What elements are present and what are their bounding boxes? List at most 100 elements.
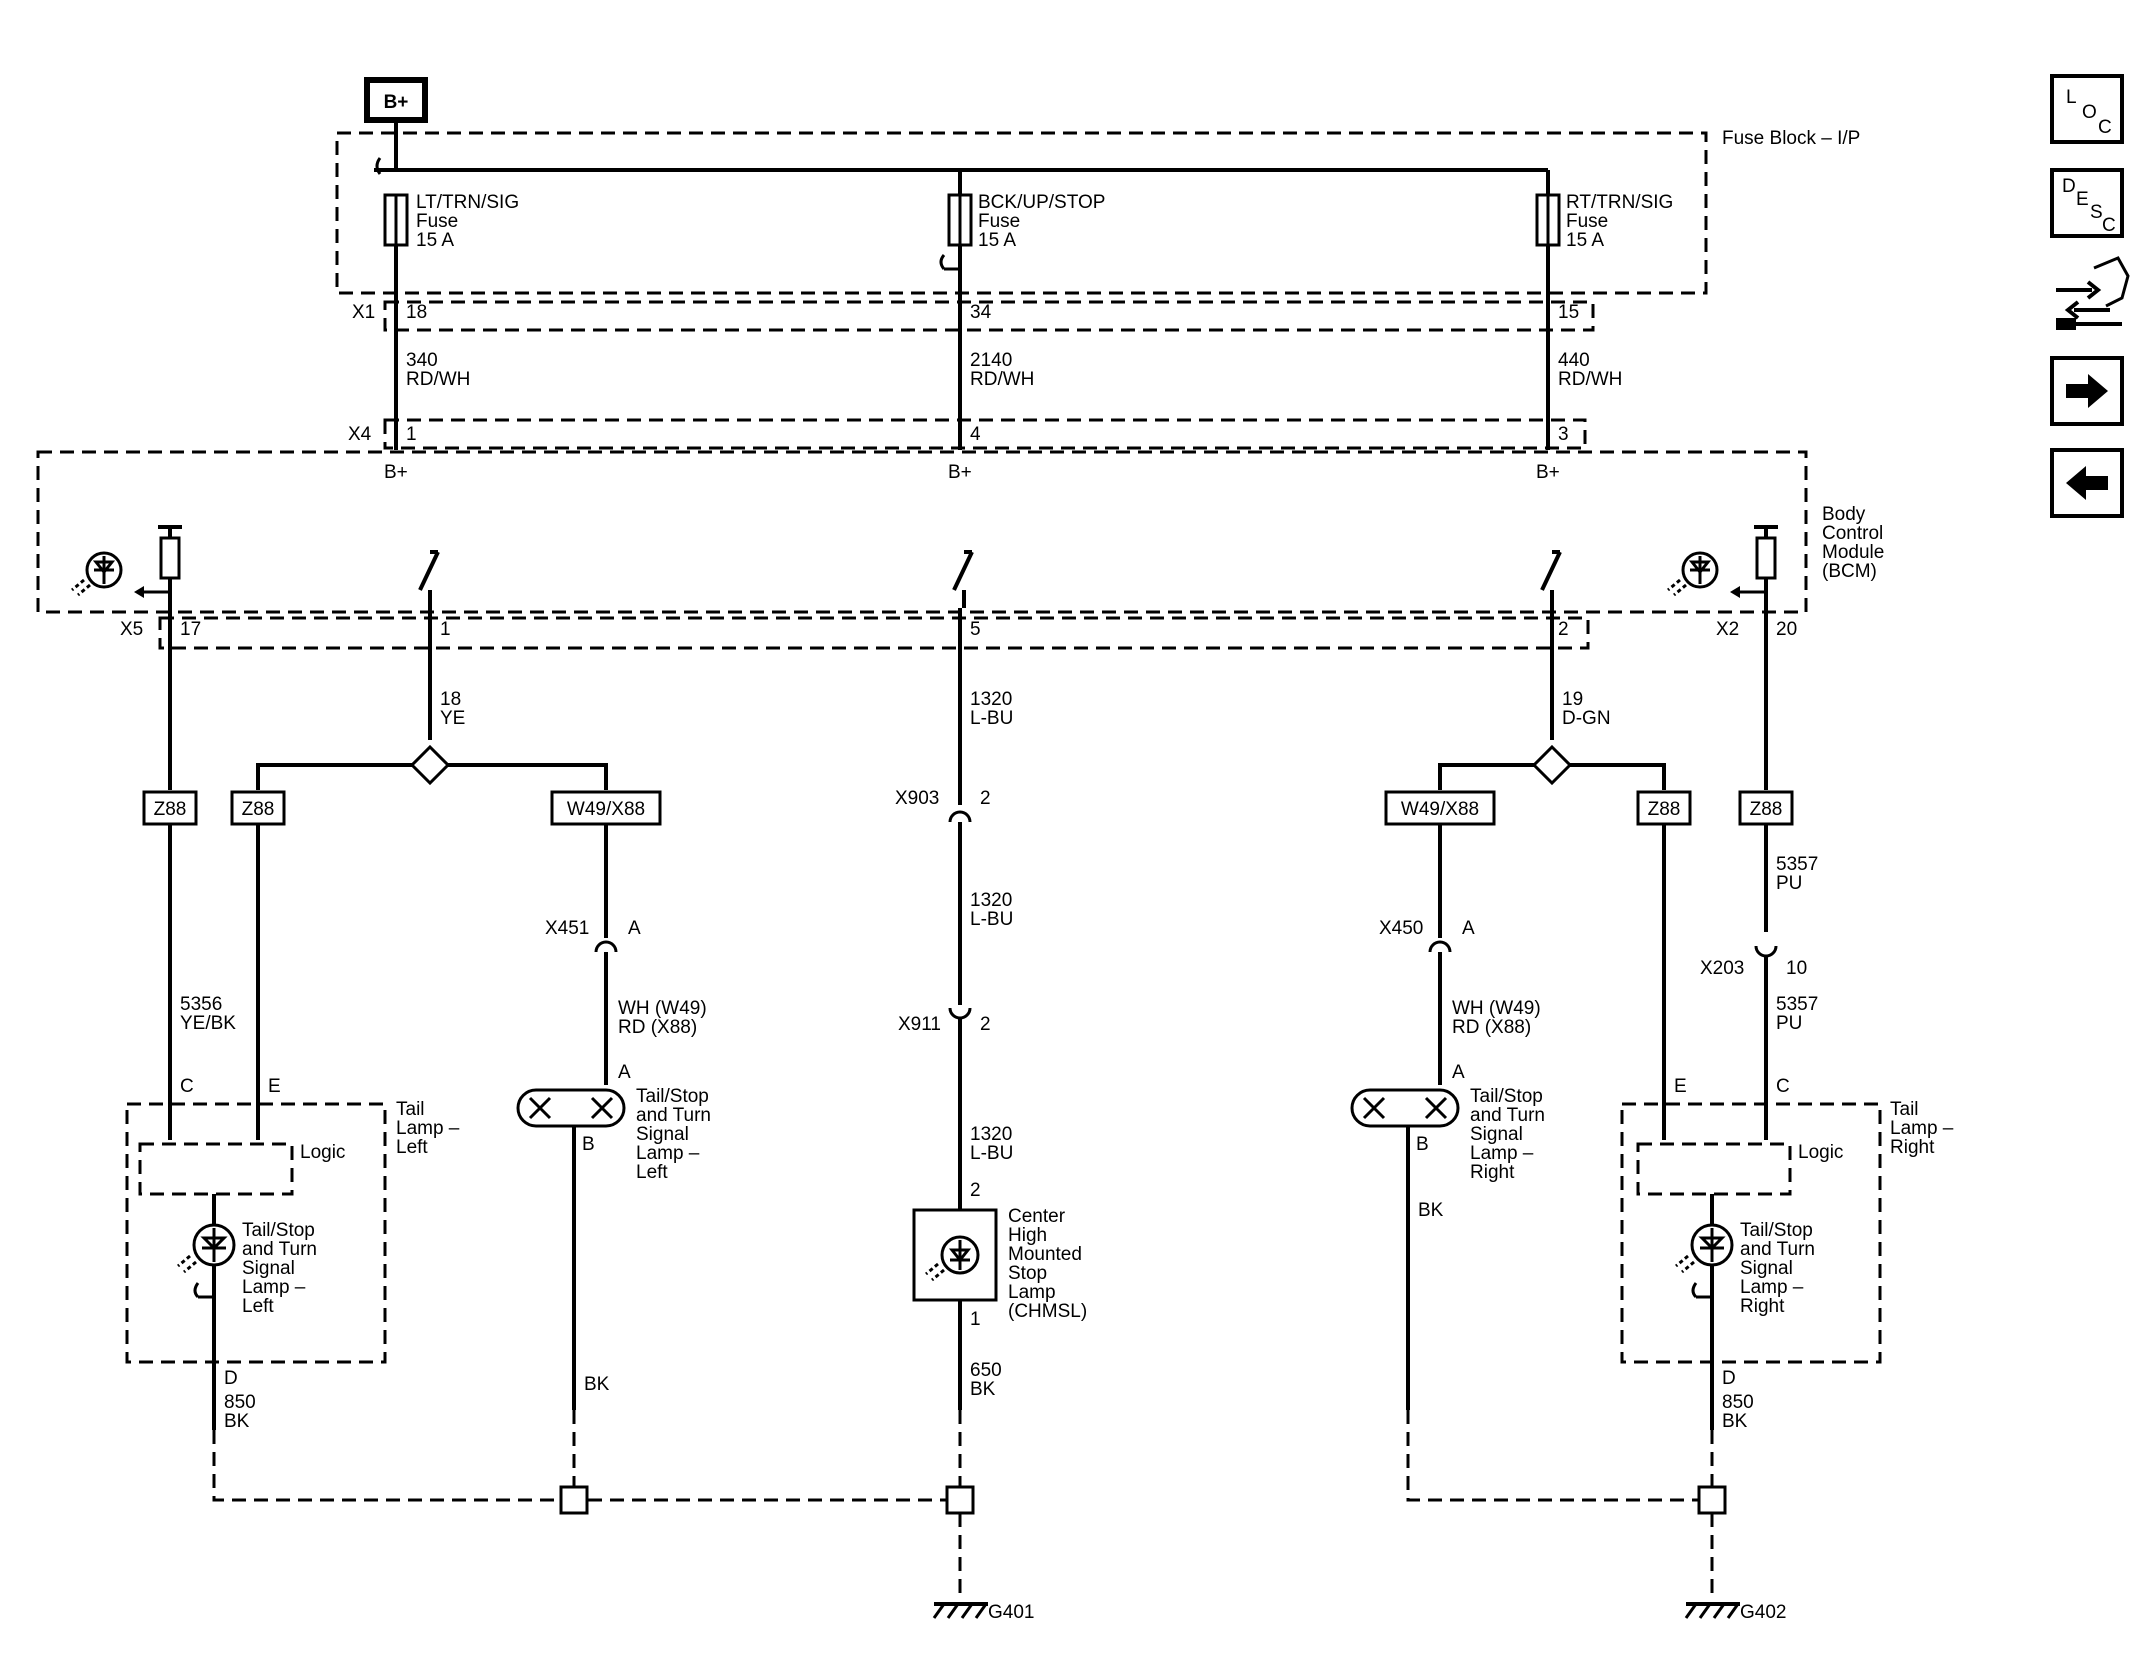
svg-text:E: E [268, 1076, 281, 1097]
description-button[interactable]: D E S C [2050, 168, 2124, 238]
svg-text:BK: BK [970, 1379, 996, 1400]
fuse-jumper [939, 254, 946, 270]
svg-text:C: C [2098, 117, 2112, 138]
connector-end-view-icon[interactable] [2056, 256, 2130, 330]
svg-text:W49/X88: W49/X88 [567, 799, 645, 820]
connector-x4 [383, 418, 1587, 450]
svg-text:2: 2 [1558, 619, 1569, 640]
ground-dash-left [212, 1430, 574, 1502]
svg-text:X911: X911 [898, 1014, 941, 1035]
fuse-kind: Fuse [1566, 211, 1608, 232]
svg-text:A: A [1462, 918, 1475, 939]
svg-text:W49/X88: W49/X88 [1401, 799, 1479, 820]
b-plus-label: B+ [384, 92, 409, 113]
svg-text:650: 650 [970, 1360, 1002, 1381]
svg-text:19: 19 [1562, 689, 1583, 710]
svg-text:S: S [2090, 202, 2103, 223]
svg-text:B+: B+ [384, 462, 408, 483]
svg-text:Z88: Z88 [242, 799, 275, 820]
bcm-switches [418, 550, 1562, 608]
chmsl-led-icon [925, 1235, 980, 1282]
splice-ground-1 [559, 1485, 589, 1515]
svg-text:1320: 1320 [970, 689, 1012, 710]
arrow-right-icon[interactable] [2050, 356, 2124, 426]
location-button[interactable]: L O C [2050, 74, 2124, 144]
svg-text:D-GN: D-GN [1562, 708, 1611, 729]
svg-text:B+: B+ [1536, 462, 1560, 483]
ground-g402-icon [1684, 1602, 1740, 1619]
fuse-rt-trn-sig: RT/TRN/SIG Fuse 15 A [1535, 192, 1673, 251]
svg-text:1320: 1320 [970, 890, 1012, 911]
chmsl-box [912, 1208, 998, 1302]
bcm-left-driver [71, 525, 182, 598]
tail-lamp-left-label: Tail Lamp – Left [396, 1099, 465, 1158]
svg-text:A: A [628, 918, 641, 939]
svg-text:G402: G402 [1740, 1602, 1786, 1623]
svg-text:1320: 1320 [970, 1124, 1012, 1145]
svg-text:O: O [2082, 102, 2097, 123]
x5-label: X5 [120, 619, 143, 640]
svg-text:E: E [1674, 1076, 1687, 1097]
svg-text:2: 2 [980, 788, 991, 809]
fuse-name: LT/TRN/SIG [416, 192, 519, 213]
connector-x903 [948, 810, 972, 823]
svg-text:RD (X88): RD (X88) [618, 1017, 697, 1038]
bulb-right-label: Tail/Stop and Turn Signal Lamp – Right [1470, 1086, 1550, 1183]
svg-text:850: 850 [1722, 1392, 1754, 1413]
svg-text:YE: YE [440, 708, 465, 729]
svg-text:BK: BK [1418, 1200, 1444, 1221]
svg-text:C: C [1776, 1076, 1790, 1097]
bcm-label: Body Control Module (BCM) [1822, 504, 1890, 582]
svg-text:Z88: Z88 [1750, 799, 1783, 820]
svg-text:D: D [224, 1368, 238, 1389]
logic-left [138, 1142, 294, 1196]
svg-text:B: B [582, 1134, 595, 1155]
svg-text:C: C [180, 1076, 194, 1097]
splice-left [409, 744, 451, 786]
fuse-block-outline [335, 131, 1708, 295]
svg-text:Logic: Logic [300, 1142, 345, 1163]
bulb-left-label: Tail/Stop and Turn Signal Lamp – Left [636, 1086, 716, 1183]
bus-jumper [375, 157, 382, 175]
bcm-outline [36, 450, 1808, 614]
svg-text:340: 340 [406, 350, 438, 371]
svg-text:2140: 2140 [970, 350, 1012, 371]
svg-text:RD/WH: RD/WH [970, 369, 1034, 390]
svg-text:20: 20 [1776, 619, 1797, 640]
svg-text:L-BU: L-BU [970, 909, 1013, 930]
tail-lamp-left-module [125, 1102, 387, 1364]
bulb-left-icon [516, 1088, 626, 1128]
splice-ground-3 [1697, 1485, 1727, 1515]
svg-text:X903: X903 [895, 788, 939, 809]
fuse-block-label: Fuse Block – I/P [1722, 128, 1860, 149]
fuse-kind: Fuse [416, 211, 458, 232]
svg-text:34: 34 [970, 302, 992, 323]
led-right-icon [1675, 1223, 1734, 1299]
option-boxes: Z88 Z88 W49/X88 W49/X88 Z88 Z88 [142, 790, 1794, 826]
tail-lamp-right-module [1620, 1102, 1882, 1364]
svg-text:L: L [2066, 87, 2077, 108]
connector-x203 [1754, 945, 1778, 958]
svg-text:BK: BK [1722, 1411, 1748, 1432]
svg-text:BK: BK [224, 1411, 250, 1432]
svg-text:A: A [618, 1062, 631, 1083]
svg-text:10: 10 [1786, 958, 1807, 979]
svg-text:5357: 5357 [1776, 854, 1818, 875]
svg-text:D: D [1722, 1368, 1736, 1389]
connector-x5 [158, 616, 1590, 650]
svg-text:C: C [2102, 215, 2116, 236]
fuse-bck-up-stop: BCK/UP/STOP Fuse 15 A [947, 192, 1105, 251]
svg-text:850: 850 [224, 1392, 256, 1413]
svg-text:1: 1 [406, 424, 417, 445]
svg-text:15: 15 [1558, 302, 1579, 323]
connector-x911 [948, 1007, 972, 1020]
svg-text:1: 1 [970, 1309, 981, 1330]
svg-text:PU: PU [1776, 873, 1802, 894]
connector-x450 [1428, 940, 1452, 953]
svg-text:RD/WH: RD/WH [406, 369, 470, 390]
fuse-name: RT/TRN/SIG [1566, 192, 1673, 213]
arrow-left-icon[interactable] [2050, 448, 2124, 518]
svg-text:5357: 5357 [1776, 994, 1818, 1015]
svg-text:17: 17 [180, 619, 201, 640]
